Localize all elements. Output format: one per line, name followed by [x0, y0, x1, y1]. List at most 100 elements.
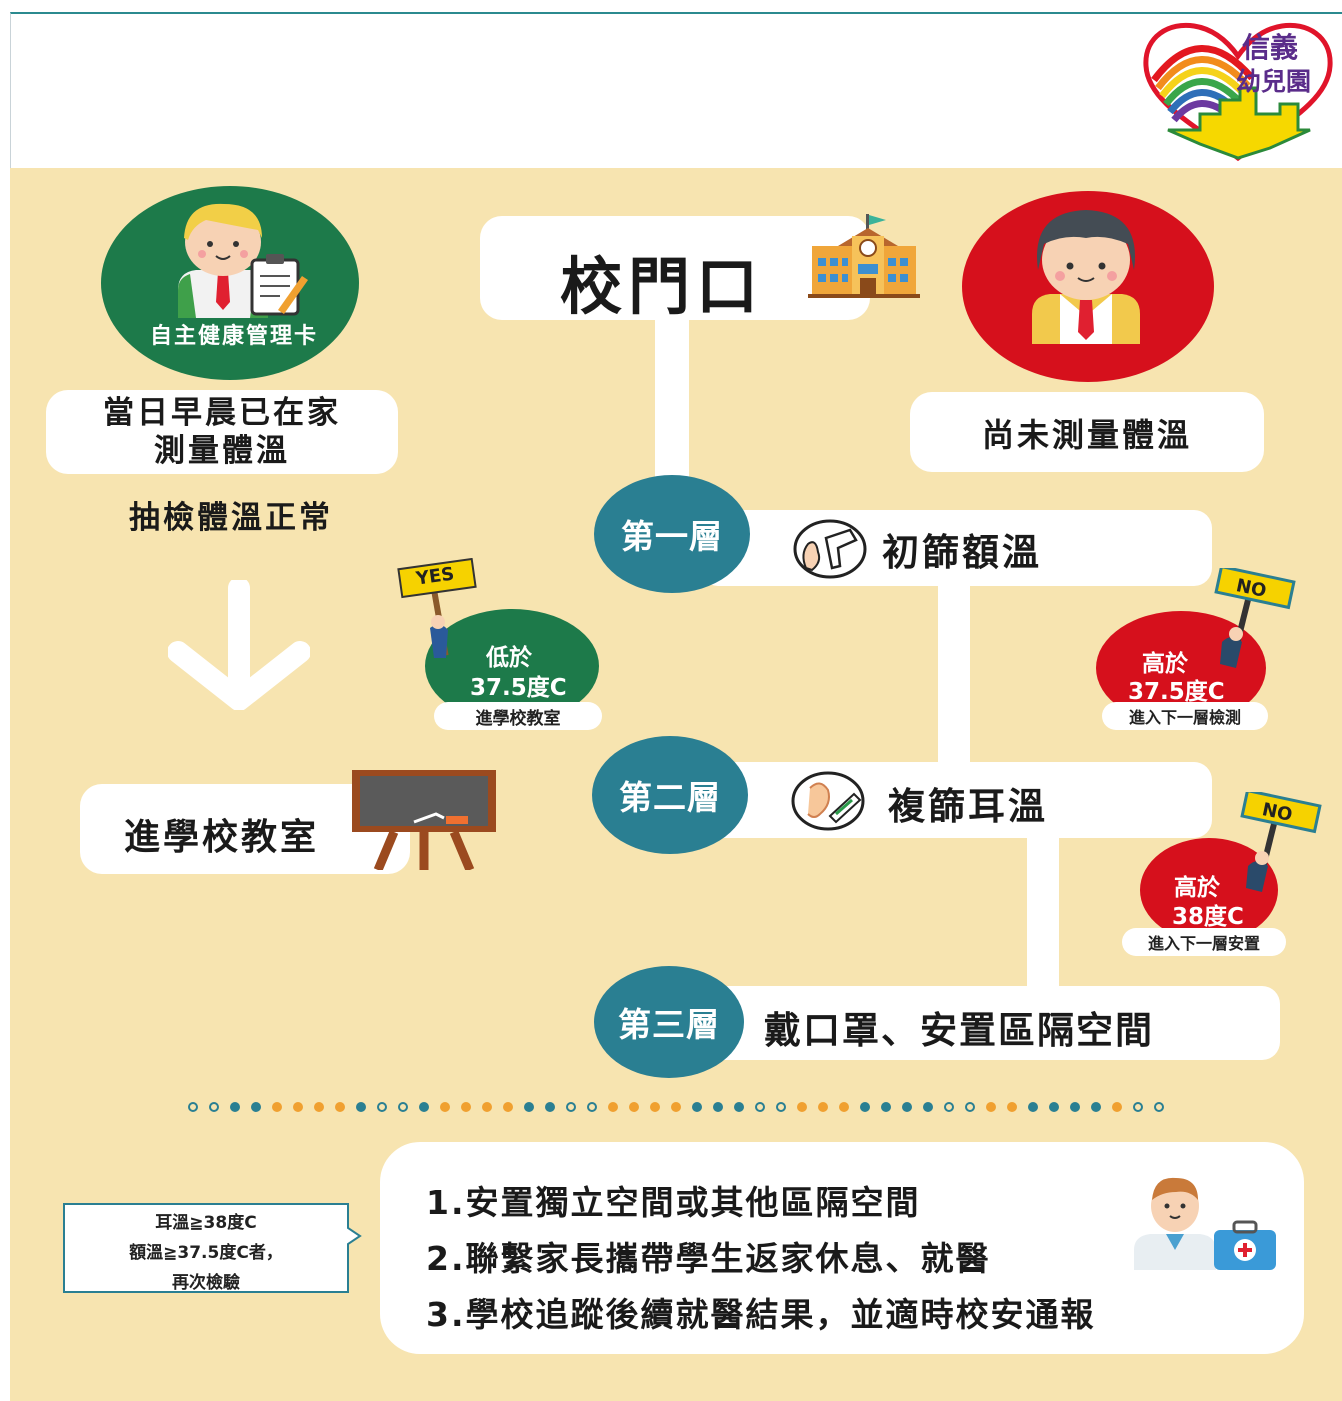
logo-text-line1: 信義: [1242, 31, 1299, 64]
divider-dot: [1070, 1102, 1080, 1112]
fail2-note: 進入下一層安置: [1122, 928, 1286, 956]
divider-dot: [230, 1102, 240, 1112]
divider-dot: [419, 1102, 429, 1112]
divider-dot: [272, 1102, 282, 1112]
forehead-thermometer-icon: [792, 518, 868, 580]
step-2: 2.聯繫家長攜帶學生返家休息、就醫: [426, 1239, 991, 1278]
divider-dot: [293, 1102, 303, 1112]
down-arrow-icon: [167, 577, 311, 711]
divider-dot: [755, 1102, 765, 1112]
connector-tier2-tier3: [1027, 830, 1059, 1000]
divider-dot: [545, 1102, 555, 1112]
dotted-divider: [188, 1102, 1168, 1114]
fail2-line2: 38度C: [1172, 904, 1244, 930]
pass-note: 進學校教室: [434, 702, 602, 730]
divider-dot: [860, 1102, 870, 1112]
header-bar: [10, 12, 1342, 168]
connector-tier1-tier2: [938, 575, 970, 775]
recheck-callout: [60, 1200, 362, 1296]
school-building-icon: [808, 212, 920, 298]
tier2-action: 複篩耳溫: [888, 785, 1048, 828]
divider-dot: [377, 1102, 387, 1112]
divider-dot: [797, 1102, 807, 1112]
tier2-badge: 第二層: [592, 736, 748, 854]
not-measured-card: [910, 392, 1264, 472]
divider-dot: [986, 1102, 996, 1112]
divider-dot: [587, 1102, 597, 1112]
pass-line1: 低於: [486, 645, 532, 671]
divider-dot: [776, 1102, 786, 1112]
divider-dot: [1112, 1102, 1122, 1112]
teacher-avatar-icon: [166, 198, 316, 318]
not-measured-text: 尚未測量體溫: [981, 416, 1192, 454]
doctor-icon: [1130, 1170, 1280, 1270]
divider-dot: [188, 1102, 198, 1112]
tier3-card: [700, 986, 1280, 1060]
divider-dot: [335, 1102, 345, 1112]
divider-dot: [1154, 1102, 1164, 1112]
divider-dot: [671, 1102, 681, 1112]
step-3: 3.學校追蹤後續就醫結果，並適時校安通報: [426, 1295, 1096, 1334]
divider-dot: [251, 1102, 261, 1112]
tier1-action: 初篩額溫: [882, 531, 1042, 574]
fail1-line2: 37.5度C: [1128, 679, 1225, 705]
fail2-line1: 高於: [1174, 875, 1220, 901]
divider-dot: [818, 1102, 828, 1112]
no-sign-icon-2: [1232, 788, 1324, 896]
tier1-badge: 第一層: [594, 475, 750, 593]
divider-dot: [1133, 1102, 1143, 1112]
divider-dot: [398, 1102, 408, 1112]
divider-dot: [482, 1102, 492, 1112]
divider-dot: [923, 1102, 933, 1112]
connector-entrance-tier1: [655, 310, 689, 490]
school-logo: 信義 幼兒園: [1140, 18, 1336, 164]
divider-dot: [1091, 1102, 1101, 1112]
chalkboard-icon: [348, 766, 500, 872]
measured-at-home-text: 當日早晨已在家 測量體溫: [103, 395, 341, 469]
divider-dot: [1007, 1102, 1017, 1112]
logo-text-line2: 幼兒園: [1236, 67, 1312, 96]
divider-dot: [524, 1102, 534, 1112]
divider-dot: [734, 1102, 744, 1112]
divider-dot: [629, 1102, 639, 1112]
callout-line3: 再次檢驗: [172, 1273, 240, 1293]
divider-dot: [839, 1102, 849, 1112]
entrance-title: 校門口: [560, 250, 765, 323]
pass-line2: 37.5度C: [470, 675, 567, 701]
entrance-card: [480, 216, 870, 320]
callout-line1: 耳溫≧38度C: [155, 1213, 257, 1233]
divider-dot: [692, 1102, 702, 1112]
divider-dot: [608, 1102, 618, 1112]
fail1-note: 進入下一層檢測: [1102, 702, 1268, 730]
divider-dot: [713, 1102, 723, 1112]
divider-dot: [209, 1102, 219, 1112]
tier3-action: 戴口罩、安置區隔空間: [764, 1009, 1154, 1052]
health-card-label: 自主健康管理卡: [149, 324, 318, 349]
divider-dot: [650, 1102, 660, 1112]
divider-dot: [566, 1102, 576, 1112]
divider-dot: [944, 1102, 954, 1112]
divider-dot: [902, 1102, 912, 1112]
spot-check-text: 抽檢體溫正常: [129, 500, 333, 536]
student-avatar-icon: [1016, 204, 1156, 344]
divider-dot: [503, 1102, 513, 1112]
tier2-card: [700, 762, 1212, 838]
ear-thermometer-icon: [790, 770, 866, 832]
yes-sign-icon: [396, 557, 480, 662]
divider-dot: [461, 1102, 471, 1112]
divider-dot: [881, 1102, 891, 1112]
callout-line2: 額溫≧37.5度C者，: [129, 1243, 283, 1263]
divider-dot: [1049, 1102, 1059, 1112]
tier1-card: [700, 510, 1212, 586]
divider-dot: [440, 1102, 450, 1112]
fail1-line1: 高於: [1142, 651, 1188, 677]
divider-dot: [1028, 1102, 1038, 1112]
classroom-text: 進學校教室: [124, 817, 320, 858]
divider-dot: [356, 1102, 366, 1112]
tier3-badge: 第三層: [594, 966, 744, 1078]
step-1: 1.安置獨立空間或其他區隔空間: [426, 1183, 921, 1222]
divider-dot: [965, 1102, 975, 1112]
divider-dot: [314, 1102, 324, 1112]
no-sign-icon: [1206, 564, 1298, 672]
measured-at-home-card: [46, 390, 398, 474]
